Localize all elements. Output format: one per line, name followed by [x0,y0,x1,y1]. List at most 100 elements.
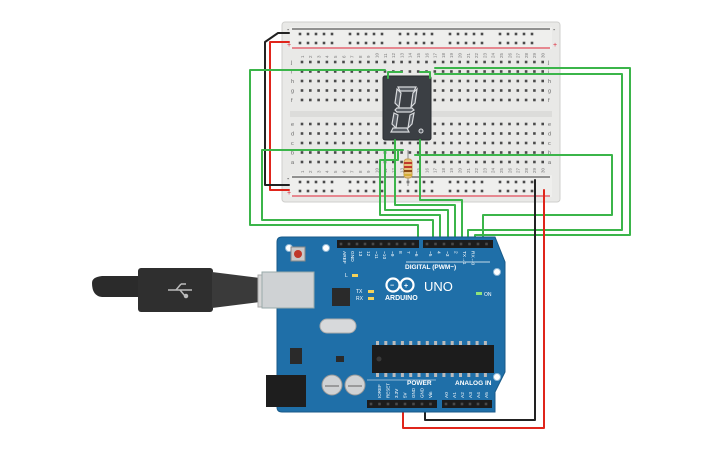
strip-hole[interactable] [383,60,387,64]
rail-hole[interactable] [406,189,410,193]
strip-hole[interactable] [367,60,370,64]
strip-hole[interactable] [358,160,362,164]
strip-hole[interactable] [483,160,486,164]
wire-green-11[interactable] [419,139,463,241]
strip-hole[interactable] [325,79,329,83]
rail-hole[interactable] [514,189,518,193]
strip-hole[interactable] [516,151,520,154]
digital-header-right[interactable] [423,240,493,248]
rail-hole[interactable] [414,41,418,45]
rail-hole[interactable] [372,41,376,45]
rail-hole[interactable] [364,180,368,184]
strip-hole[interactable] [416,70,420,73]
strip-hole[interactable] [342,70,345,73]
strip-hole[interactable] [358,70,362,73]
strip-hole[interactable] [499,122,503,126]
rail-hole[interactable] [480,180,484,184]
wire-red-5v[interactable] [402,189,545,429]
strip-hole[interactable] [475,122,478,126]
strip-hole[interactable] [491,70,495,73]
strip-hole[interactable] [350,122,354,126]
strip-hole[interactable] [367,122,370,126]
strip-hole[interactable] [516,132,520,135]
strip-hole[interactable] [300,60,304,64]
strip-hole[interactable] [508,79,511,83]
strip-hole[interactable] [433,79,437,83]
strip-hole[interactable] [350,98,354,102]
strip-hole[interactable] [483,98,486,102]
wire-green-2[interactable] [387,71,403,79]
strip-hole[interactable] [483,132,486,135]
header-pin[interactable] [403,242,407,246]
header-holes[interactable] [339,242,488,406]
strip-hole[interactable] [358,151,362,154]
strip-hole[interactable] [516,70,520,73]
strip-hole[interactable] [491,98,495,102]
strip-hole[interactable] [541,60,544,64]
strip-hole[interactable] [458,122,461,126]
rail-hole[interactable] [514,32,518,36]
strip-hole[interactable] [309,160,312,164]
wire-green-6[interactable] [261,149,434,241]
rail-hole[interactable] [314,32,318,36]
rail-hole[interactable] [530,41,534,45]
strip-hole[interactable] [491,122,495,126]
strip-hole[interactable] [350,60,354,64]
strip-hole[interactable] [358,60,362,64]
strip-hole[interactable] [541,122,544,126]
strip-hole[interactable] [450,60,453,64]
strip-hole[interactable] [533,79,536,83]
strip-hole[interactable] [541,141,544,145]
rail-hole[interactable] [464,189,468,193]
strip-hole[interactable] [458,160,461,164]
strip-hole[interactable] [516,122,520,126]
rail-hole[interactable] [464,32,468,36]
strip-hole[interactable] [325,60,329,64]
rail-hole[interactable] [306,32,310,36]
strip-hole[interactable] [375,122,378,126]
strip-hole[interactable] [475,60,478,64]
strip-hole[interactable] [425,151,428,154]
header-pin[interactable] [395,242,399,246]
strip-hole[interactable] [508,89,511,92]
strip-hole[interactable] [466,79,470,83]
rail-hole[interactable] [398,41,402,45]
header-pin[interactable] [425,242,429,246]
rail-hole[interactable] [298,41,302,45]
strip-hole[interactable] [433,70,437,73]
strip-hole[interactable] [491,89,495,92]
strip-hole[interactable] [400,60,403,64]
strip-hole[interactable] [375,98,378,102]
strip-hole[interactable] [433,151,437,154]
header-pin[interactable] [395,402,398,406]
rail-hole[interactable] [380,189,384,193]
rail-hole[interactable] [330,41,334,45]
strip-hole[interactable] [516,160,520,164]
strip-hole[interactable] [416,160,420,164]
strip-hole[interactable] [499,151,503,154]
strip-hole[interactable] [541,79,544,83]
strip-hole[interactable] [508,160,511,164]
strip-hole[interactable] [524,160,528,164]
strip-hole[interactable] [450,79,453,83]
strip-hole[interactable] [358,141,362,145]
strip-hole[interactable] [300,141,304,145]
rail-hole[interactable] [506,180,510,184]
rail-hole[interactable] [472,41,476,45]
header-pin[interactable] [420,402,424,406]
power-rail-bottom-holes[interactable] [298,180,534,193]
strip-hole[interactable] [309,141,312,145]
strip-hole[interactable] [491,160,495,164]
strip-hole[interactable] [458,98,461,102]
strip-hole[interactable] [300,151,304,154]
rail-hole[interactable] [522,180,526,184]
strip-hole[interactable] [516,89,520,92]
strip-hole[interactable] [408,70,412,73]
rail-hole[interactable] [414,180,418,184]
strip-hole[interactable] [367,98,370,102]
rail-hole[interactable] [448,189,452,193]
header-pin[interactable] [460,402,464,406]
strip-hole[interactable] [541,160,544,164]
